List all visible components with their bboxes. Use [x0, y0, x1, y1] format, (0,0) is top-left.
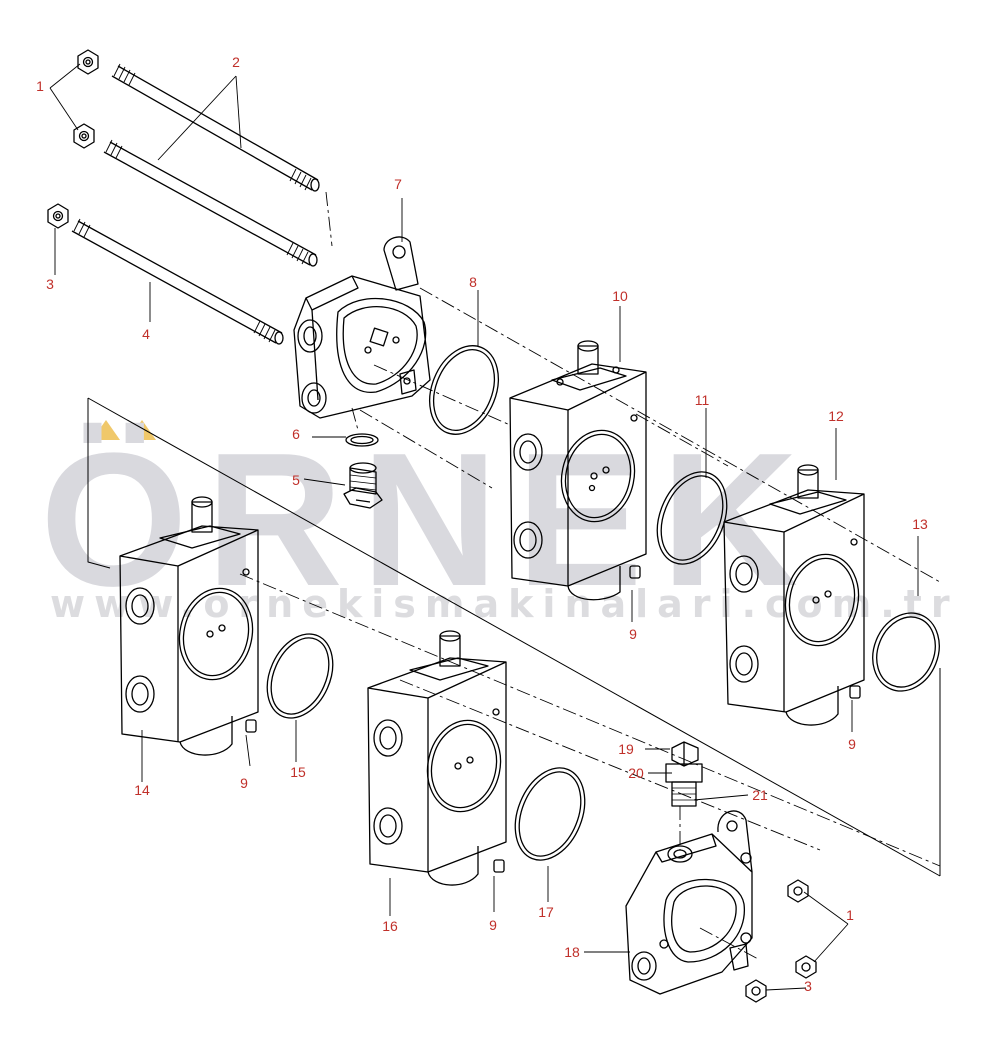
callout-11: 11: [694, 392, 710, 408]
leader-lines: [49, 63, 919, 991]
tie-rod-middle: [103, 139, 318, 267]
o-ring-section-10: [656, 471, 728, 565]
callout-13: 13: [912, 516, 928, 532]
assembly-axis-lines: [239, 191, 941, 961]
tie-rod-lower: [71, 218, 284, 345]
callout-7: 7: [394, 176, 402, 192]
plug-9-c: [245, 719, 257, 733]
callout-4: 4: [142, 326, 150, 342]
hex-nut-upper: [77, 49, 99, 75]
callout-3-bottom: 3: [804, 978, 812, 994]
callout-5: 5: [292, 472, 300, 488]
washer-6: [345, 433, 379, 447]
callout-20: 20: [628, 765, 644, 781]
callout-16: 16: [382, 918, 398, 934]
o-ring-section-16: [514, 767, 586, 861]
hex-nut-lower: [47, 203, 69, 229]
plug-9-b: [849, 685, 861, 699]
callout-9-a: 9: [629, 626, 637, 642]
assembly-boundary: [87, 397, 941, 877]
hex-nut-outlet-upper: [787, 879, 809, 903]
o-ring-section-12: [872, 612, 940, 692]
callout-1-top: 1: [36, 78, 44, 94]
watermark-url: www.ornekismakinalari.com.tr: [50, 582, 959, 626]
callout-9-c: 9: [240, 775, 248, 791]
callout-17: 17: [538, 904, 554, 920]
valve-section-14: [119, 496, 259, 756]
valve-section-12: [723, 464, 865, 726]
callout-1-bottom: 1: [846, 907, 854, 923]
outlet-cover: [625, 810, 753, 995]
callout-2: 2: [232, 54, 240, 70]
watermark-logo-mark: [92, 420, 156, 440]
callout-10: 10: [612, 288, 628, 304]
callout-21: 21: [752, 787, 768, 803]
plug-9-d: [493, 859, 505, 873]
hex-nut-outlet-lower: [745, 979, 767, 1003]
callout-19: 19: [618, 741, 634, 757]
callout-8: 8: [469, 274, 477, 290]
callout-18: 18: [564, 944, 580, 960]
callout-12: 12: [828, 408, 844, 424]
hex-nut-middle: [73, 123, 95, 149]
tie-rod-upper: [111, 63, 320, 192]
fitting-5: [343, 462, 383, 509]
callout-9-d: 9: [489, 917, 497, 933]
inlet-cover: [293, 236, 431, 419]
callout-6: 6: [292, 426, 300, 442]
callout-9-b: 9: [848, 736, 856, 752]
callout-15: 15: [290, 764, 306, 780]
o-ring-section-14: [266, 633, 334, 719]
valve-section-16: [367, 630, 507, 886]
o-ring-inlet: [429, 345, 499, 435]
plug-9-a: [629, 565, 641, 579]
hex-nut-outlet-middle: [795, 955, 817, 979]
callout-14: 14: [134, 782, 150, 798]
relief-valve-cartridge: [665, 741, 703, 807]
callout-3-top: 3: [46, 276, 54, 292]
valve-section-10: [509, 340, 647, 601]
